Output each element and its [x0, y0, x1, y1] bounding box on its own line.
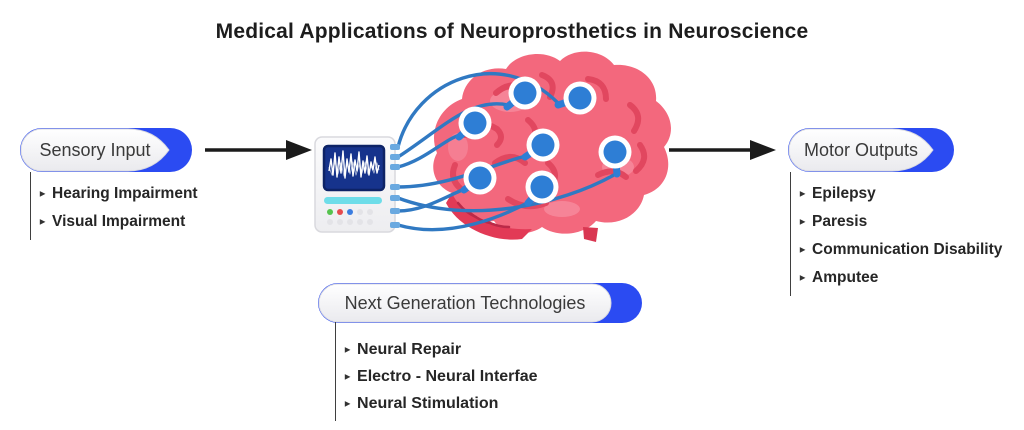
list-item-label: Hearing Impairment: [52, 185, 198, 202]
bullet-arrow-icon: ▸: [800, 188, 806, 200]
motor-outputs-list: ▸ Epilepsy ▸ Paresis ▸ Communication Dis…: [790, 172, 1002, 296]
next-gen-label: Next Generation Technologies: [344, 292, 586, 313]
bullet-arrow-icon: ▸: [345, 398, 351, 410]
bullet-arrow-icon: ▸: [40, 188, 46, 200]
pill-shape: [318, 283, 642, 323]
list-item: ▸ Neural Stimulation: [345, 390, 538, 417]
list-item-label: Neural Stimulation: [357, 395, 499, 412]
cyan-status-bar: [324, 197, 382, 204]
bullet-arrow-icon: ▸: [800, 216, 806, 228]
brain-stem: [583, 227, 598, 242]
list-item-label: Epilepsy: [812, 185, 876, 202]
sensory-input-pill: Sensory Input: [20, 128, 192, 172]
list-item: ▸ Amputee: [800, 264, 1002, 292]
list-item: ▸ Visual Impairment: [40, 208, 198, 236]
cerebellum: [446, 193, 532, 240]
list-item-label: Communication Disability: [812, 241, 1003, 258]
sensory-input-list: ▸ Hearing Impairment ▸ Visual Impairment: [30, 172, 198, 240]
list-item: ▸ Paresis: [800, 208, 1002, 236]
bullet-arrow-icon: ▸: [345, 371, 351, 383]
neural-monitor-device: [314, 136, 400, 233]
list-item: ▸ Hearing Impairment: [40, 180, 198, 208]
list-item: ▸ Epilepsy: [800, 180, 1002, 208]
bullet-arrow-icon: ▸: [345, 344, 351, 356]
next-gen-pill: Next Generation Technologies: [318, 283, 642, 323]
pill-shape: [788, 128, 954, 172]
list-item: ▸ Neural Repair: [345, 336, 538, 363]
next-gen-list: ▸ Neural Repair ▸ Electro - Neural Inter…: [335, 322, 538, 421]
sensory-input-label: Sensory Input: [39, 139, 151, 160]
list-item-label: Electro - Neural Interfae: [357, 368, 538, 385]
wire-connectors: [390, 144, 400, 228]
motor-outputs-label: Motor Outputs: [803, 139, 919, 160]
bullet-arrow-icon: ▸: [800, 272, 806, 284]
list-item-label: Paresis: [812, 213, 868, 230]
electrode-array: [455, 76, 632, 207]
device-buttons: [327, 209, 373, 225]
motor-outputs-pill: Motor Outputs: [788, 128, 954, 172]
neuroprosthetics-illustration: [314, 51, 671, 242]
page-title: Medical Applications of Neuroprosthetics…: [215, 20, 809, 43]
list-item-label: Amputee: [812, 269, 879, 286]
list-item: ▸ Electro - Neural Interfae: [345, 363, 538, 390]
flow-arrow-right: [669, 140, 776, 160]
bullet-arrow-icon: ▸: [40, 216, 46, 228]
pill-shape: [20, 128, 192, 172]
bullet-arrow-icon: ▸: [800, 244, 806, 256]
electrode-icon: [458, 76, 632, 204]
list-item: ▸ Communication Disability: [800, 236, 1002, 264]
flow-arrow-left: [205, 140, 312, 160]
list-item-label: Neural Repair: [357, 341, 462, 358]
list-item-label: Visual Impairment: [52, 213, 186, 230]
